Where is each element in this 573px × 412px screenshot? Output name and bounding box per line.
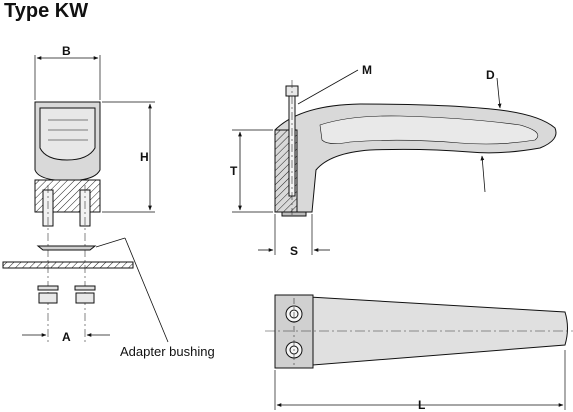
dimension-label-d: D	[486, 68, 495, 82]
dimension-label-t: T	[230, 164, 238, 178]
mounting-plate	[2, 261, 134, 269]
adapter-bushing	[36, 245, 97, 251]
d-dimension-line	[480, 155, 486, 193]
nut-right	[75, 292, 95, 304]
front-handle-recess	[39, 107, 96, 161]
washer-left	[37, 285, 59, 291]
dimension-label-a: A	[62, 330, 71, 344]
dimension-label-h: H	[140, 150, 149, 164]
dimension-label-m: M	[362, 63, 372, 77]
adapter-bushing-label: Adapter bushing	[120, 344, 215, 359]
washer-right	[74, 285, 96, 291]
top-handle-outline	[274, 294, 568, 369]
dimension-label-l: L	[418, 398, 426, 412]
dimension-label-s: S	[290, 244, 299, 258]
side-view	[232, 69, 557, 255]
top-view	[265, 294, 573, 410]
drawing-title: Type KW	[4, 0, 89, 22]
nut-left	[38, 292, 58, 304]
front-view	[2, 55, 169, 345]
adapter-bushing-leader	[124, 237, 169, 343]
dimension-label-b: B	[62, 44, 71, 58]
m-leader	[297, 69, 359, 105]
